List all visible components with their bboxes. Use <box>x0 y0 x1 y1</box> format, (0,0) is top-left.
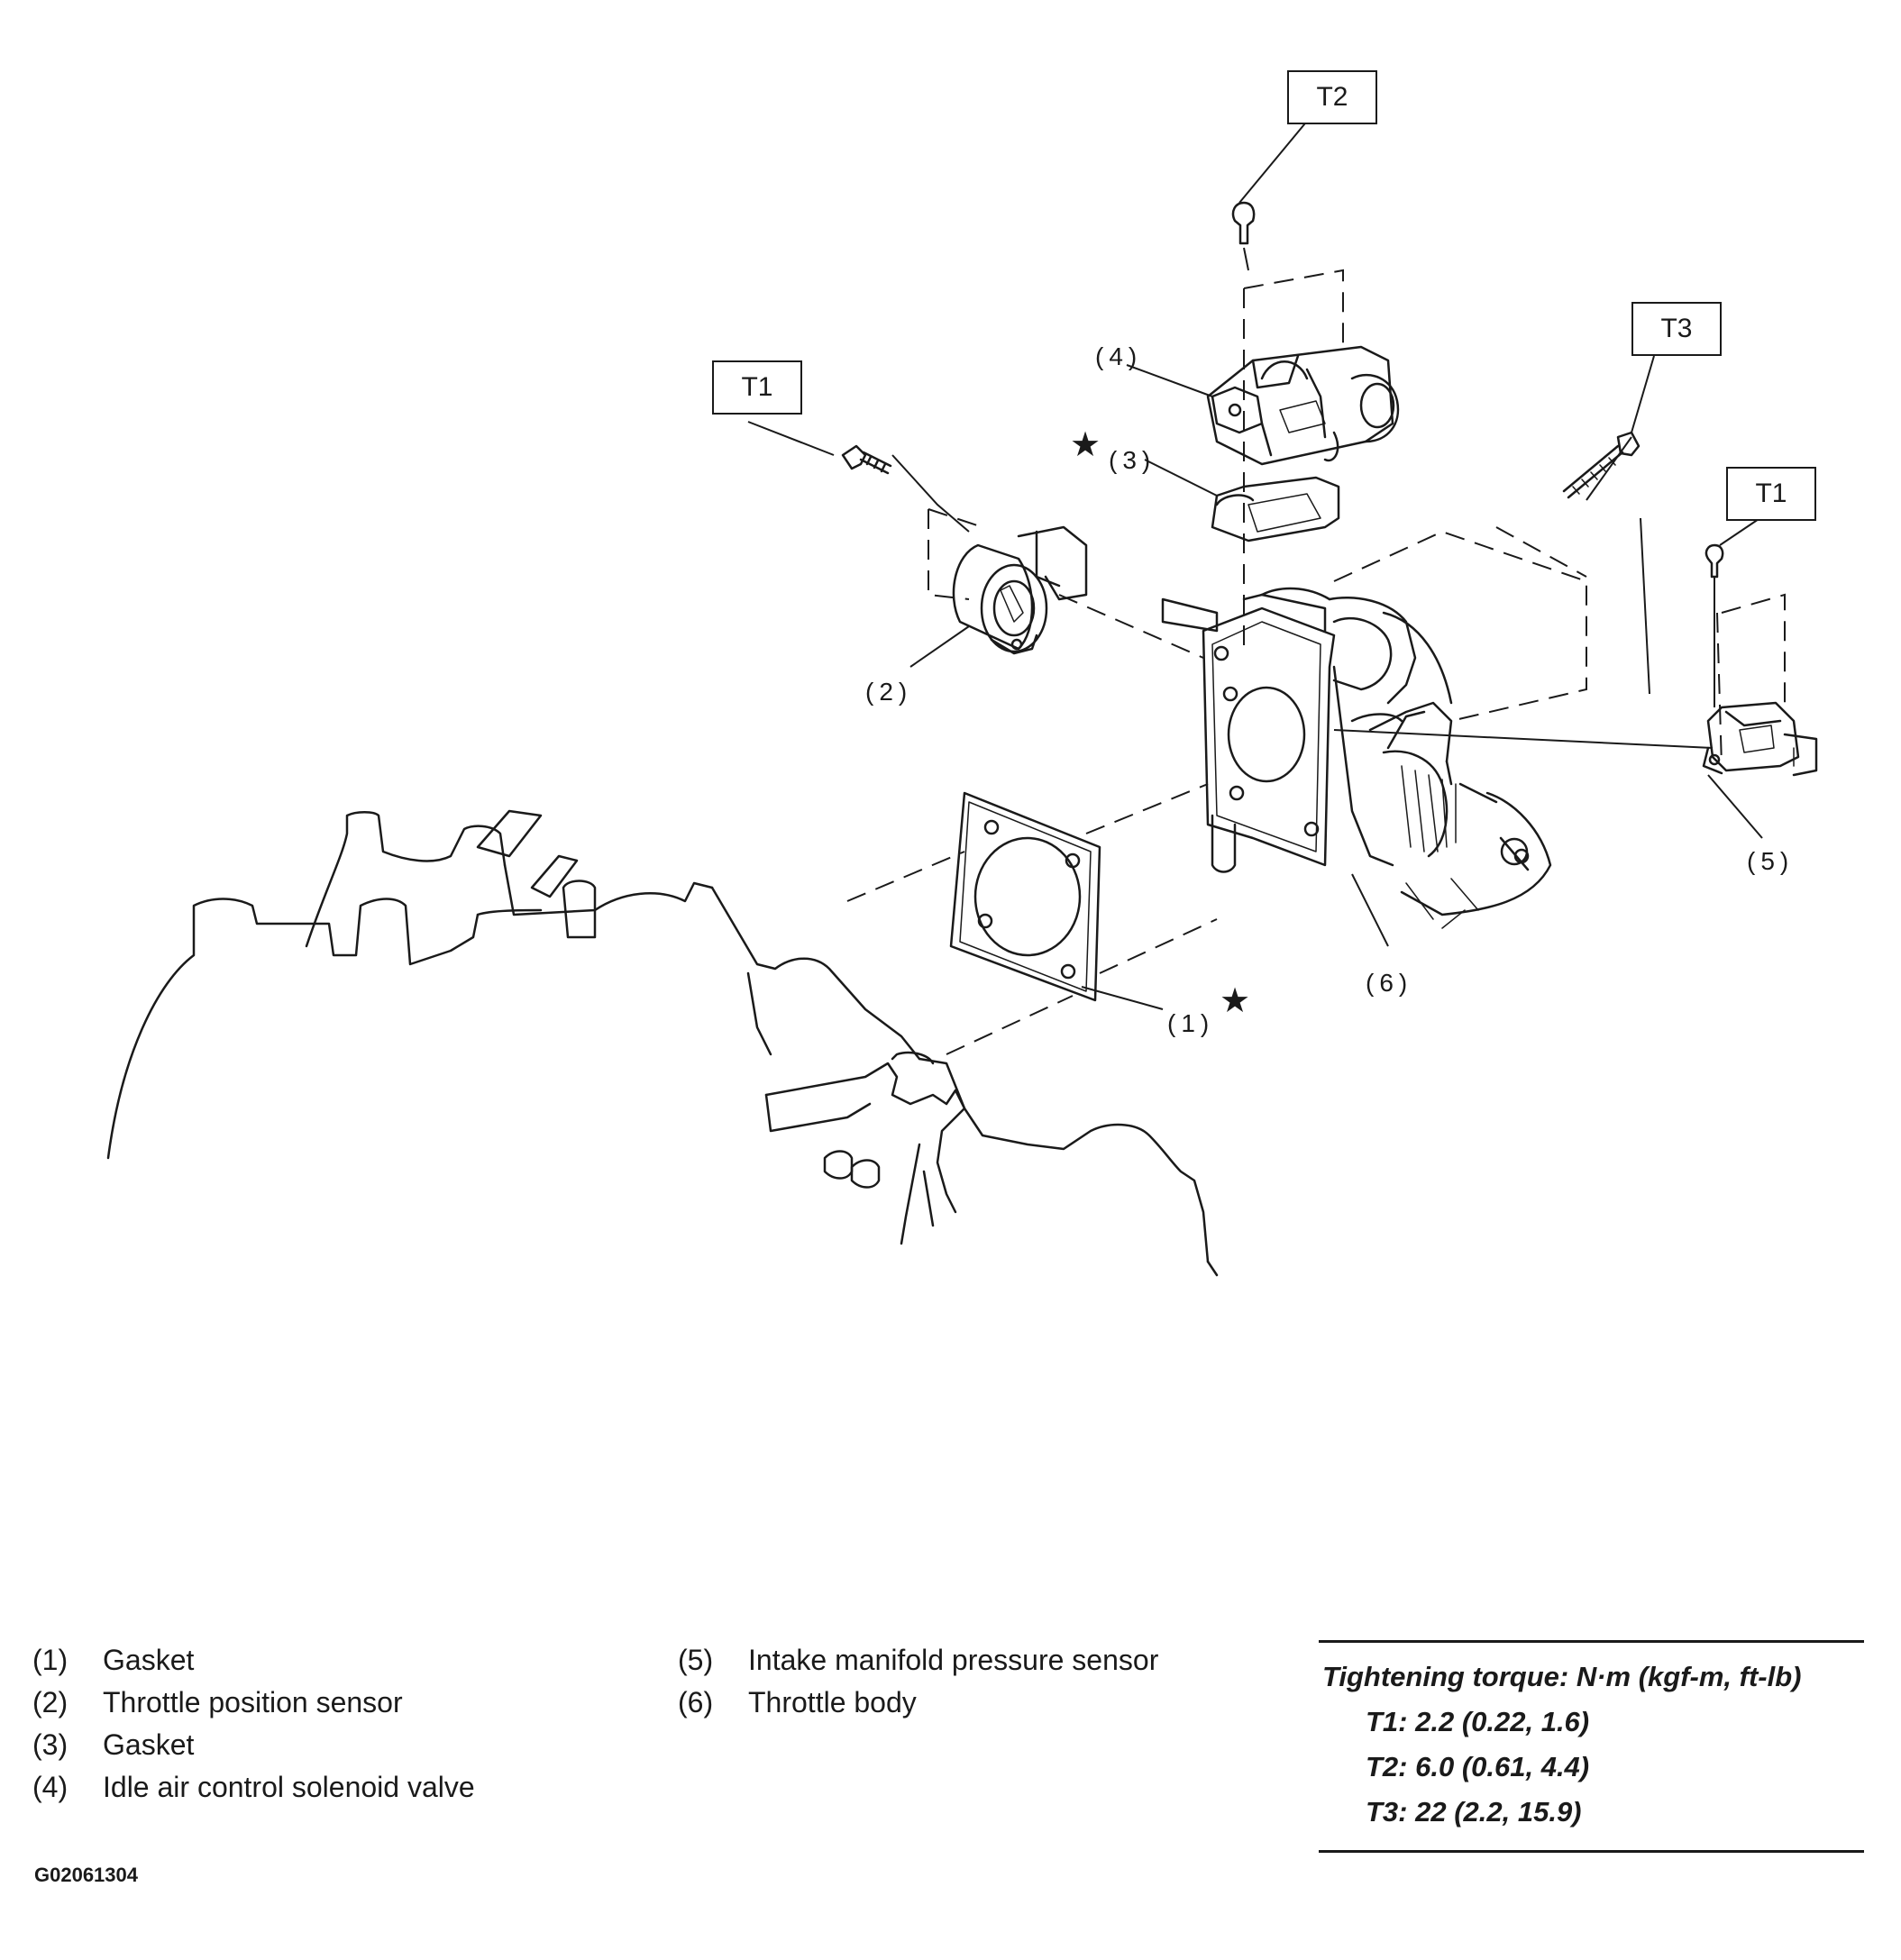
torque-box-t1-left: T1 <box>712 360 802 415</box>
torque-box-t2-label: T2 <box>1316 82 1348 112</box>
callout-6: (6) <box>1366 969 1413 997</box>
torque-box-t2: T2 <box>1287 70 1377 124</box>
torque-title: Tightening torque: N·m (kgf-m, ft-lb) <box>1322 1661 1802 1692</box>
legend-item-4: (4) Idle air control solenoid valve <box>32 1771 475 1804</box>
legend-num: (2) <box>32 1686 69 1718</box>
torque-bottom-rule <box>1319 1850 1864 1853</box>
torque-line-t1: T1: 2.2 (0.22, 1.6) <box>1366 1706 1590 1737</box>
legend-item-6: (6) Throttle body <box>678 1686 917 1719</box>
throttle-position-sensor-shape <box>952 525 1088 655</box>
legend-label: Throttle body <box>748 1686 917 1718</box>
bolts <box>841 201 1724 579</box>
torque-box-t1-right: T1 <box>1726 467 1816 521</box>
torque-box-t1-right-label: T1 <box>1755 479 1787 508</box>
legend-label: Idle air control solenoid valve <box>103 1771 475 1803</box>
exploded-diagram <box>106 118 1818 1277</box>
intake-manifold-outline <box>106 809 1219 1277</box>
legend-item-1: (1) Gasket <box>32 1644 194 1677</box>
torque-box-t3-label: T3 <box>1660 314 1693 343</box>
figure-code: G02061304 <box>34 1864 138 1886</box>
callout-5: (5) <box>1747 847 1795 875</box>
gasket-3-shape <box>1211 476 1340 542</box>
legend-num: (4) <box>32 1771 69 1803</box>
torque-line-t2: T2: 6.0 (0.61, 4.4) <box>1366 1751 1590 1782</box>
legend-num: (5) <box>678 1644 714 1676</box>
legend-label: Intake manifold pressure sensor <box>748 1644 1159 1676</box>
idle-air-control-valve-shape <box>1206 345 1400 466</box>
leader-lines <box>747 118 1768 1010</box>
callout-2: (2) <box>865 678 913 706</box>
pressure-sensor-shape <box>1702 701 1818 777</box>
legend-label: Gasket <box>103 1728 195 1761</box>
assembly-lines <box>846 269 1786 1055</box>
gasket-1-shape <box>949 791 1101 1002</box>
legend-item-5: (5) Intake manifold pressure sensor <box>678 1644 1158 1677</box>
torque-top-rule <box>1319 1640 1864 1643</box>
legend-num: (3) <box>32 1728 69 1761</box>
callout-1: (1) <box>1167 1009 1215 1037</box>
torque-line-t3: T3: 22 (2.2, 15.9) <box>1366 1796 1582 1828</box>
legend-num: (6) <box>678 1686 714 1718</box>
torque-box-t3: T3 <box>1631 302 1722 356</box>
legend-item-3: (3) Gasket <box>32 1728 194 1762</box>
legend-label: Throttle position sensor <box>103 1686 403 1718</box>
star-mark-1: ★ <box>1220 982 1251 1020</box>
torque-spec-table: Tightening torque: N·m (kgf-m, ft-lb) T1… <box>1319 1640 1864 1853</box>
callout-4: (4) <box>1095 342 1143 370</box>
callout-3: (3) <box>1109 446 1156 474</box>
torque-box-t1-left-label: T1 <box>741 372 773 402</box>
throttle-body-shape <box>1161 587 1552 929</box>
legend-num: (1) <box>32 1644 69 1676</box>
legend-label: Gasket <box>103 1644 195 1676</box>
star-mark-3: ★ <box>1070 426 1101 464</box>
legend-item-2: (2) Throttle position sensor <box>32 1686 403 1719</box>
